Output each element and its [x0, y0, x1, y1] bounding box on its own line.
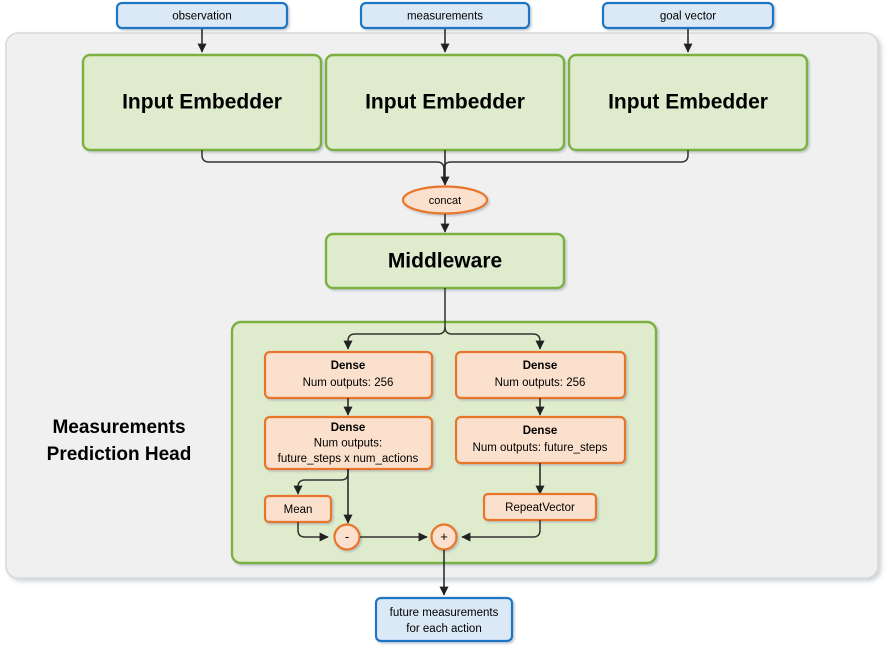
mean-node-label: Mean: [284, 504, 313, 516]
main-panel: [5, 32, 879, 579]
input-embedder-3-label: Input Embedder: [608, 91, 768, 114]
input-embedder-1-label: Input Embedder: [122, 91, 282, 114]
left-dense-2-title: Dense: [331, 422, 366, 434]
head-label-line1: Measurements: [52, 417, 185, 438]
left-dense-1-outputs: Num outputs: 256: [303, 377, 394, 389]
right-dense-2-outputs: Num outputs: future_steps: [473, 442, 608, 454]
output-box-rect[interactable]: [374, 596, 514, 643]
right-dense-2[interactable]: Dense Num outputs: future_steps: [454, 415, 627, 465]
right-dense-1[interactable]: Dense Num outputs: 256: [454, 350, 627, 400]
minus-operator-label: -: [345, 529, 349, 544]
input-box-goal-vector-rect[interactable]: [601, 1, 775, 30]
left-dense-2[interactable]: Dense Num outputs: future_steps x num_ac…: [263, 415, 434, 471]
plus-operator-label: +: [440, 529, 448, 544]
plus-operator-node[interactable]: +: [430, 523, 458, 551]
edge-mean-to-minus: [297, 522, 329, 542]
concat-node[interactable]: concat: [401, 185, 489, 215]
left-dense-1-title: Dense: [331, 360, 366, 372]
edge-repeatvector-to-plus: [461, 520, 541, 542]
input-box-goal-vector[interactable]: goal vector: [601, 1, 775, 30]
head-label-line2: Prediction Head: [47, 444, 192, 465]
mean-node[interactable]: Mean: [263, 494, 333, 524]
output-box-line1: future measurements: [390, 607, 499, 619]
output-box-line2: for each action: [406, 623, 481, 635]
left-dense-2-outputs-label: Num outputs:: [314, 438, 382, 450]
right-dense-1-title: Dense: [523, 360, 558, 372]
right-dense-1-outputs: Num outputs: 256: [495, 377, 586, 389]
right-dense-1-rect[interactable]: [454, 350, 627, 400]
input-embedder-1[interactable]: Input Embedder: [81, 53, 323, 152]
input-embedder-2[interactable]: Input Embedder: [324, 53, 566, 152]
input-embedder-3[interactable]: Input Embedder: [567, 53, 809, 152]
input-box-measurements[interactable]: measurements: [359, 1, 531, 30]
input-box-measurements-rect[interactable]: [359, 1, 531, 30]
edge-middleware-to-right-dense: [444, 326, 545, 350]
repeatvector-node-label: RepeatVector: [505, 502, 575, 514]
input-embedder-2-label: Input Embedder: [365, 91, 525, 114]
minus-operator-circle[interactable]: [333, 523, 361, 551]
right-dense-2-title: Dense: [523, 425, 558, 437]
left-dense-1-rect[interactable]: [263, 350, 434, 400]
input-box-observation[interactable]: observation: [115, 1, 289, 30]
minus-operator-node[interactable]: -: [333, 523, 361, 551]
middleware-node-label: Middleware: [388, 250, 502, 273]
right-dense-2-rect[interactable]: [454, 415, 627, 465]
left-dense-1[interactable]: Dense Num outputs: 256: [263, 350, 434, 400]
input-box-measurements-label: measurements: [407, 11, 483, 23]
plus-operator-circle[interactable]: [430, 523, 458, 551]
input-box-observation-label: observation: [172, 11, 231, 23]
input-box-observation-rect[interactable]: [115, 1, 289, 30]
concat-node-ellipse[interactable]: [401, 185, 489, 215]
left-dense-2-outputs-value: future_steps x num_actions: [278, 453, 419, 465]
input-box-goal-vector-label: goal vector: [660, 11, 716, 23]
edge-middleware-to-left-dense: [343, 326, 446, 350]
output-box[interactable]: future measurements for each action: [374, 596, 514, 643]
repeatvector-node[interactable]: RepeatVector: [482, 492, 598, 522]
concat-node-label: concat: [429, 195, 461, 207]
middleware-node[interactable]: Middleware: [324, 232, 566, 290]
